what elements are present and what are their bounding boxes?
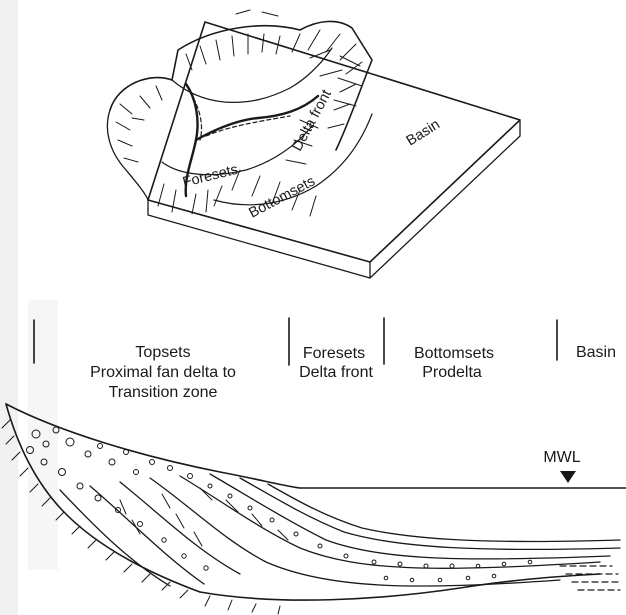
bottomsets-title: Bottomsets — [414, 345, 494, 362]
mwl-label: MWL — [543, 449, 580, 466]
mwl-marker — [560, 471, 576, 483]
topsets-title: Topsets — [135, 344, 190, 361]
bottomsets-line2: Prodelta — [422, 364, 482, 381]
topsets-line2: Proximal fan delta to — [90, 364, 236, 381]
label-bottomsets: Bottomsets — [246, 173, 318, 221]
label-delta-front: Delta front — [289, 87, 335, 154]
foresets-title: Foresets — [303, 345, 365, 362]
scan-edge — [0, 0, 18, 615]
topsets-line3: Transition zone — [109, 384, 218, 401]
basin-title: Basin — [576, 344, 616, 361]
cross-section: Topsets Proximal fan delta to Transition… — [2, 318, 626, 614]
block-diagram: Foresets Delta front Bottomsets Basin — [107, 10, 520, 278]
foresets-line2: Delta front — [299, 364, 373, 381]
label-basin: Basin — [404, 117, 443, 150]
